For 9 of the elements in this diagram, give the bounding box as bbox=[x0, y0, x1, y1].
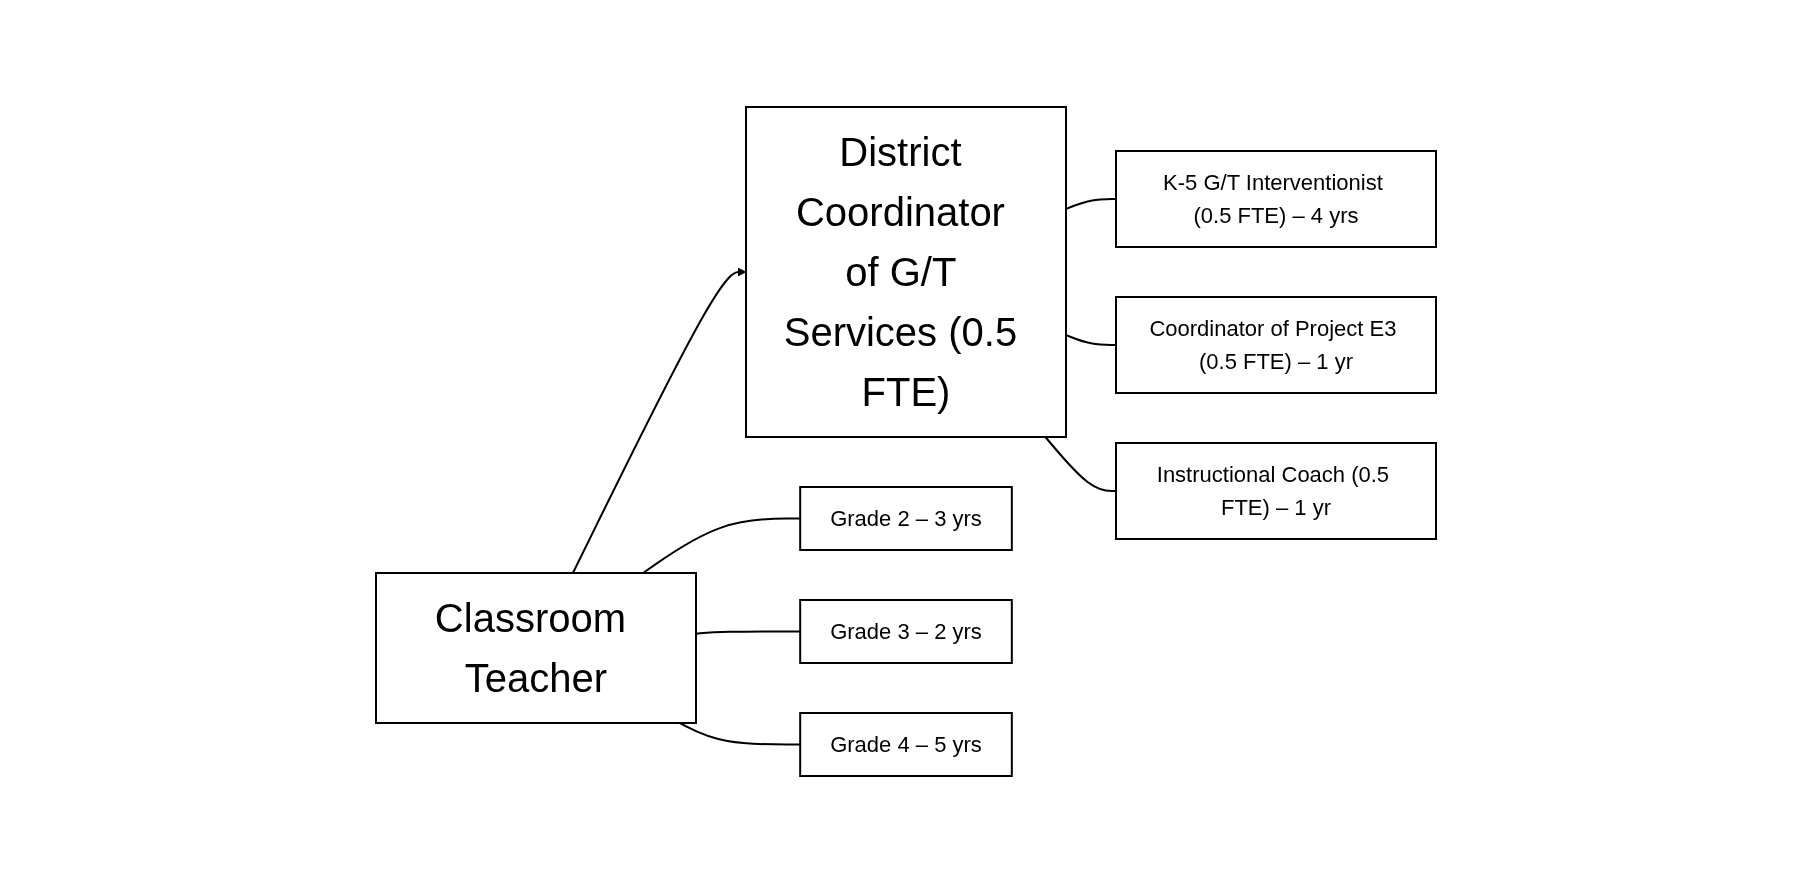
node-box: Instructional Coach (0.5 FTE) – 1 yr bbox=[1114, 442, 1437, 540]
node-box: Classroom Teacher bbox=[374, 572, 697, 724]
node-box: Grade 4 – 5 yrs bbox=[798, 712, 1013, 777]
node-box: District Coordinator of G/T Services (0.5 FTE) bbox=[744, 106, 1067, 438]
node-box: Coordinator of Project E3 (0.5 FTE) – 1 yr bbox=[1114, 296, 1437, 394]
node-box: K-5 G/T Interventionist (0.5 FTE) – 4 yrs bbox=[1114, 150, 1437, 248]
node-box: Grade 3 – 2 yrs bbox=[798, 599, 1013, 664]
node-box: Grade 2 – 3 yrs bbox=[798, 486, 1013, 551]
arrow bbox=[571, 267, 746, 574]
